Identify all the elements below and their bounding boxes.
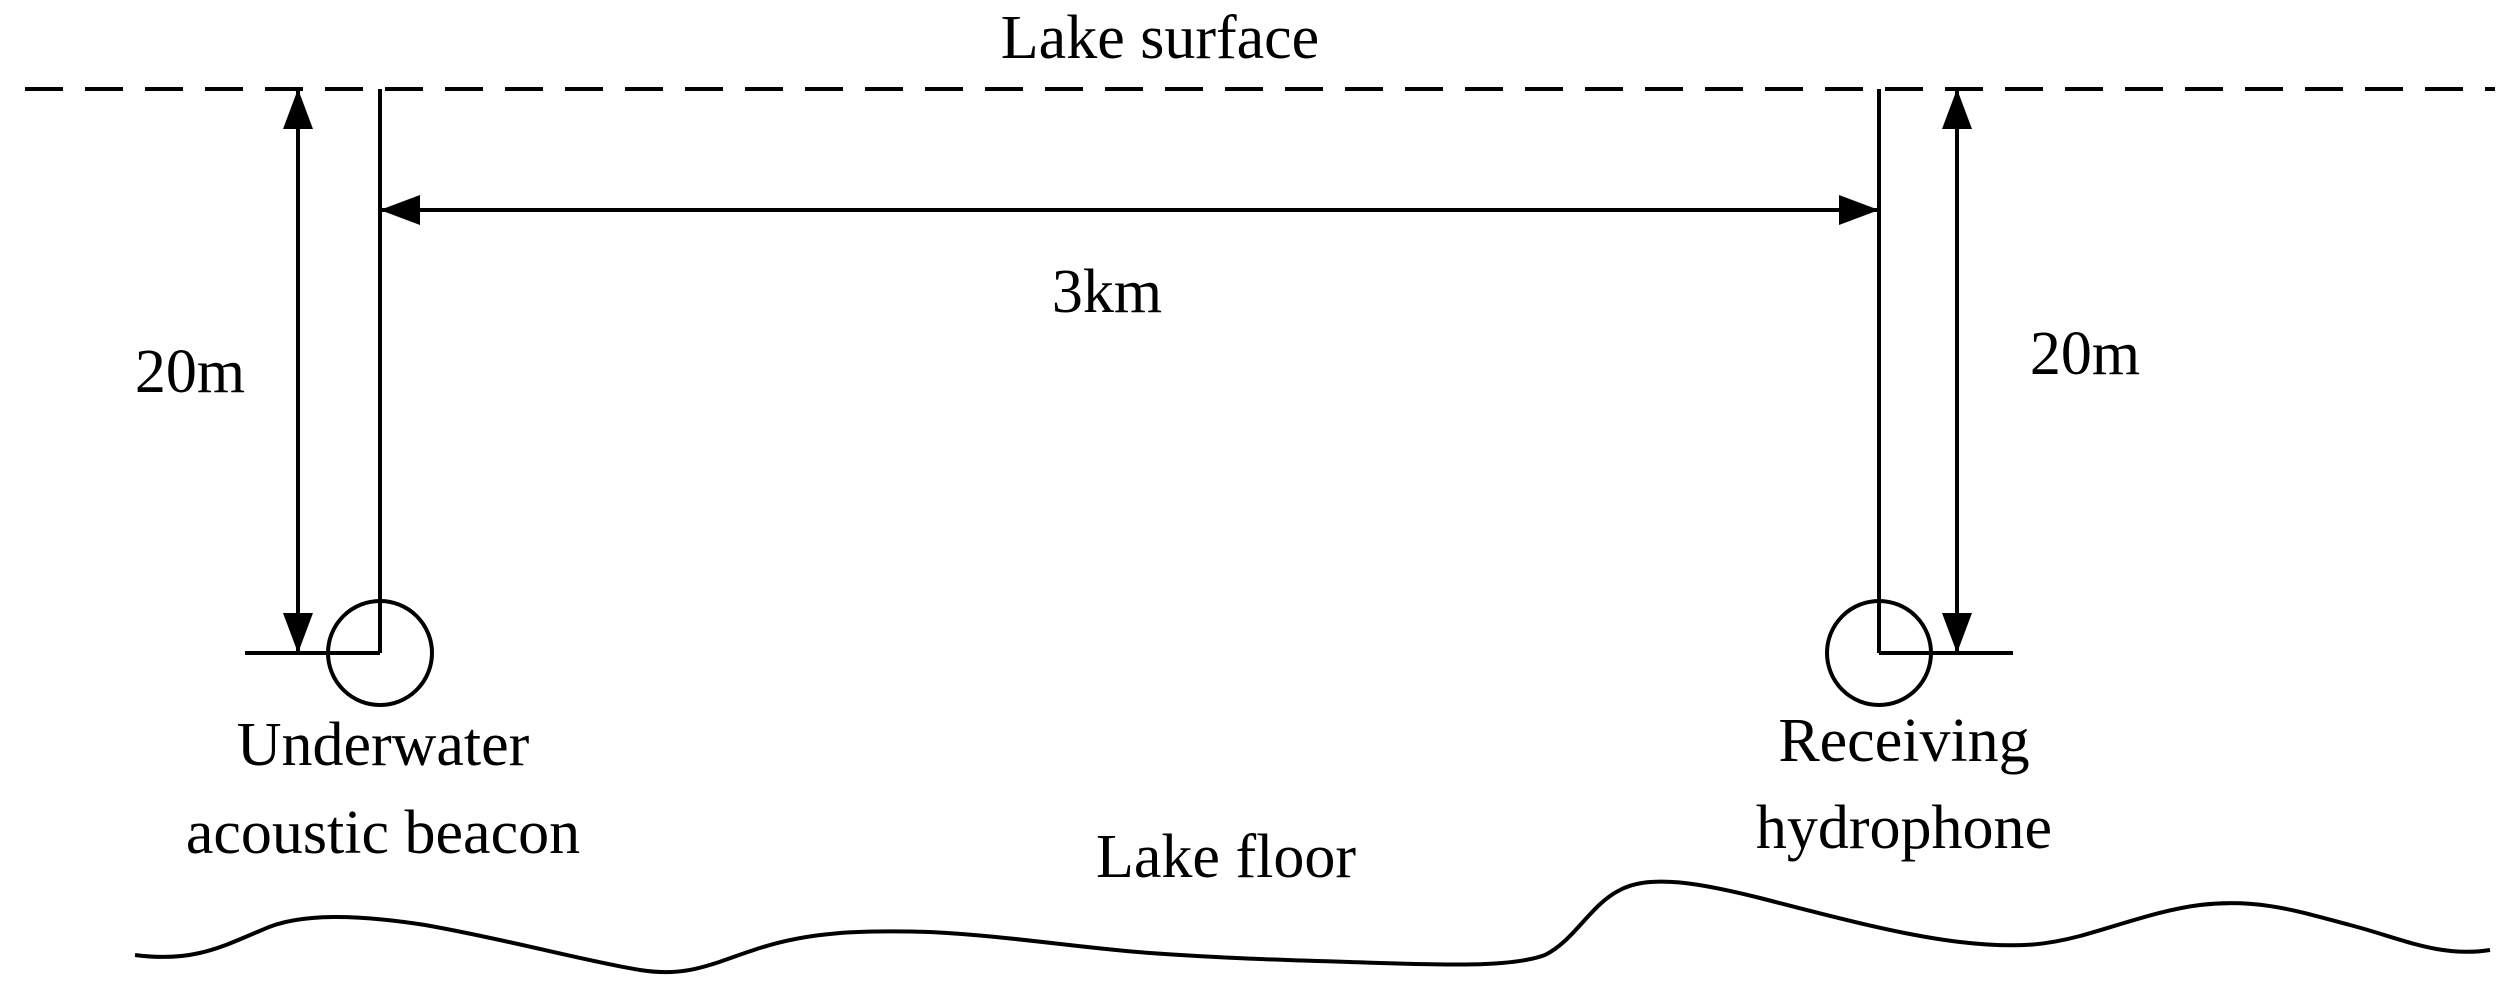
distance-label: 3km: [1052, 258, 1162, 326]
lake-surface-label: Lake surface: [1001, 4, 1319, 72]
hydrophone-depth-label: 20m: [2030, 320, 2140, 388]
hydrophone-label-line2: hydrophone: [1756, 794, 2052, 862]
beacon-depth-label: 20m: [135, 338, 245, 406]
hydrophone-label-line1: Receiving: [1778, 707, 2029, 775]
lake-floor-line: [134, 879, 2491, 975]
lake-floor-label: Lake floor: [1096, 823, 1356, 891]
beacon-icon: [326, 599, 434, 707]
hydrophone-icon: [1825, 599, 1933, 707]
beacon-label-line2: acoustic beacon: [186, 799, 580, 867]
beacon-label-line1: Underwater: [237, 711, 530, 779]
